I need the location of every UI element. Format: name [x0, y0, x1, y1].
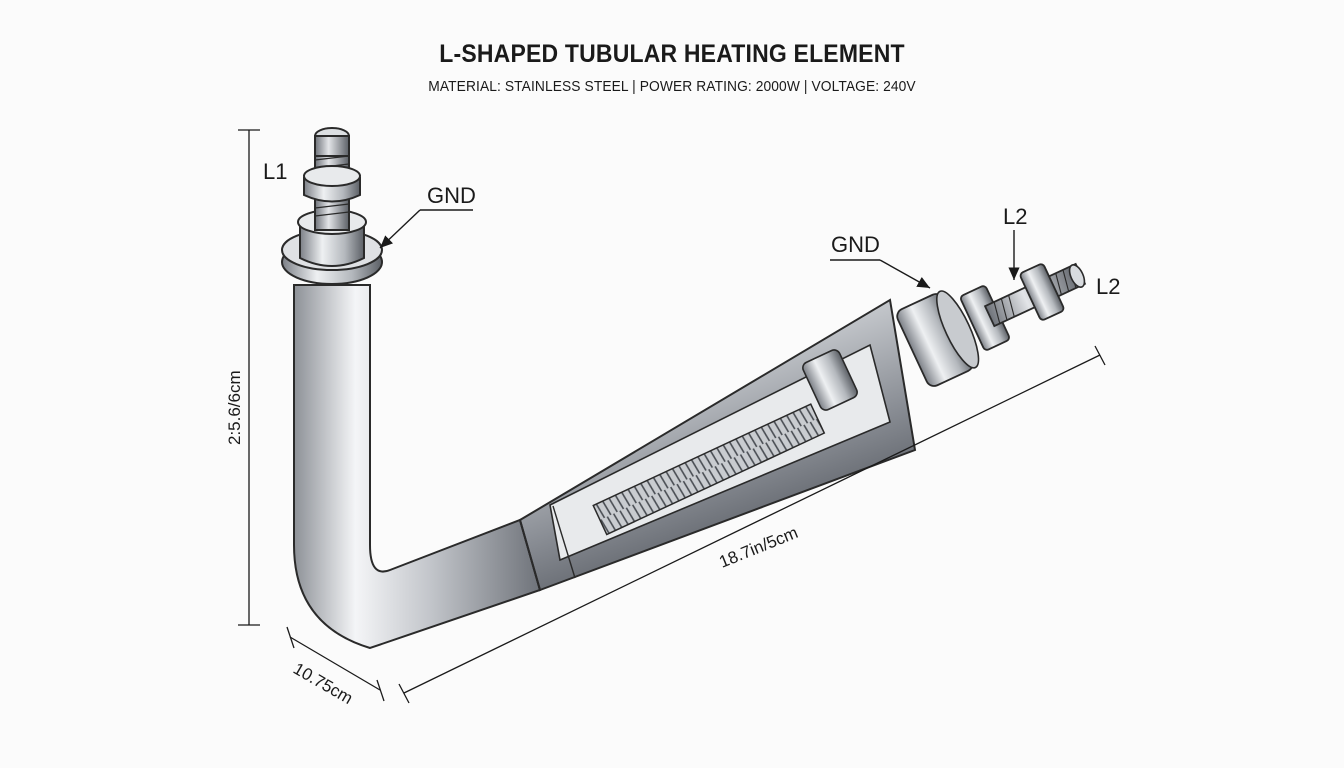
diagram-subtitle: MATERIAL: STAINLESS STEEL | POWER RATING… [428, 78, 916, 95]
left-terminal-assembly [281, 127, 383, 285]
label-gnd-right: GND [831, 232, 880, 257]
label-gnd-left: GND [427, 183, 476, 208]
label-l1: L1 [263, 159, 287, 184]
label-l2-side: L2 [1096, 274, 1120, 299]
label-l2-top: L2 [1003, 204, 1027, 229]
heating-coil [592, 403, 826, 536]
tube-body [293, 284, 980, 650]
right-terminal-assembly [960, 262, 1087, 351]
dimension-bend-width: 10.75cm [290, 659, 356, 708]
dimension-vertical-leg: 2:5.6/6cm [225, 370, 244, 445]
inner-collar [802, 349, 858, 411]
dimension-lines [238, 129, 1106, 704]
dimension-horizontal-leg: 18.7in/5cm [716, 523, 800, 572]
end-fitting [896, 290, 980, 387]
diagram-title: L-SHAPED TUBULAR HEATING ELEMENT [439, 40, 905, 68]
